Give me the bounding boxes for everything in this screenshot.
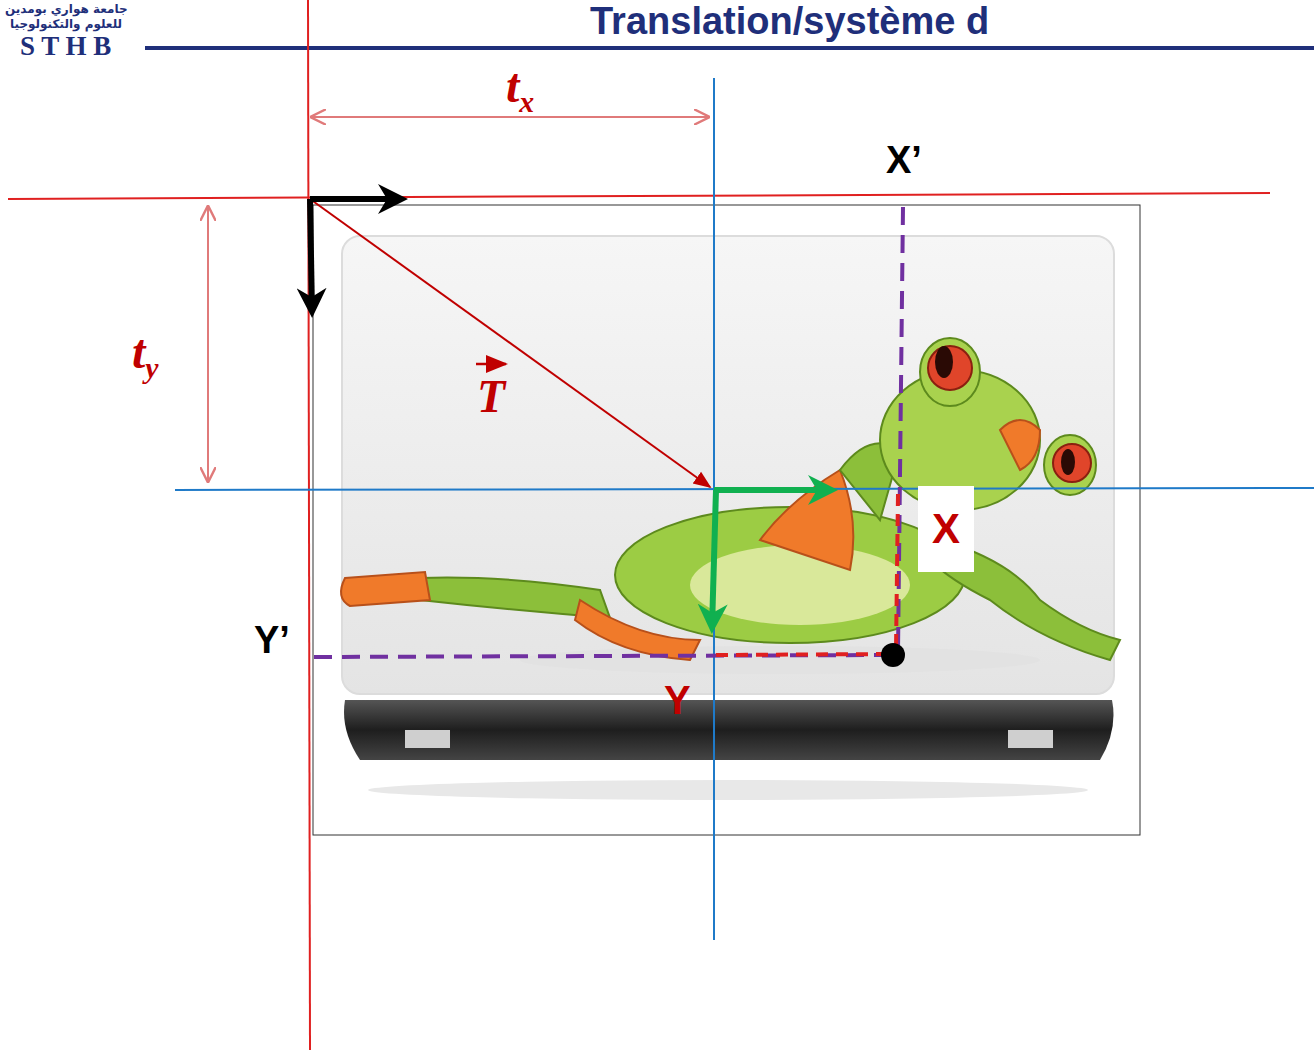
hinge <box>405 730 450 748</box>
translation-vector <box>310 199 710 487</box>
vector-arrow-symbol <box>476 363 506 366</box>
vector-label: T <box>477 374 505 420</box>
laptop-base <box>344 700 1114 760</box>
translated-axis-line <box>175 488 1314 490</box>
translated-frame-axis <box>712 490 716 628</box>
coordinate-label: Y <box>664 680 691 720</box>
translated-axis-line <box>713 78 715 940</box>
coordinate-line <box>716 654 890 655</box>
logo-text: للعلوم والتكنولوجيا <box>10 18 122 30</box>
dimension-arrow <box>312 116 708 118</box>
title-rule <box>145 46 1314 50</box>
origin-frame-axis <box>310 199 312 312</box>
slide-title: Translation/système d <box>590 2 989 40</box>
dimension-arrow <box>207 207 209 481</box>
shadow <box>368 780 1088 800</box>
logo-text: جامعة هواري بومدين <box>5 3 128 15</box>
point <box>881 643 905 667</box>
coordinate-label: X <box>918 486 974 572</box>
axis-label: Y’ <box>254 621 290 659</box>
coordinate-line <box>896 494 898 650</box>
axis-label: X’ <box>886 141 922 179</box>
origin-frame-axis <box>310 196 402 202</box>
logo-text: S T H B <box>20 33 111 60</box>
translated-frame-axis <box>714 487 832 493</box>
photo-frame <box>313 205 1140 835</box>
origin-axis-line <box>8 193 1270 199</box>
hinge <box>1008 730 1053 748</box>
dimension-label: ty <box>132 328 159 376</box>
frog <box>341 338 1120 674</box>
projection-line <box>314 655 890 657</box>
origin-axis-line <box>308 0 310 1050</box>
dimension-label: tx <box>506 62 534 110</box>
